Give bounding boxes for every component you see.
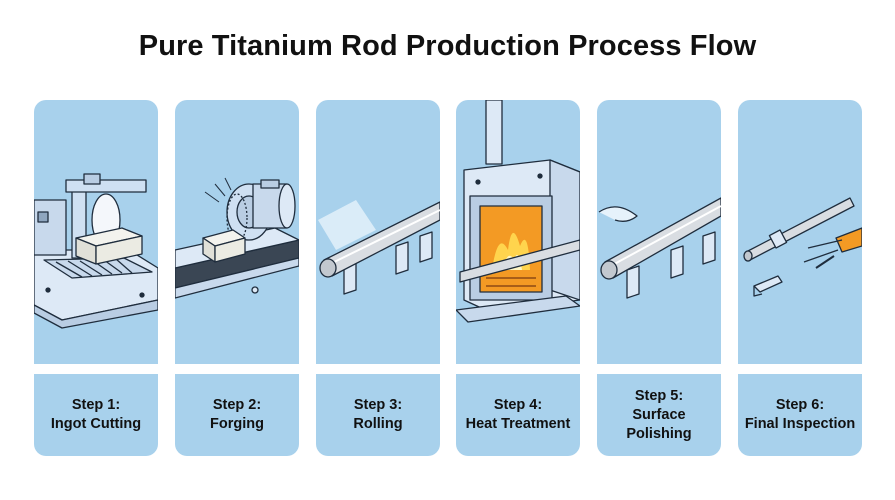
step-5-name-line2: Polishing: [626, 425, 692, 442]
step-1-label: Step 1: Ingot Cutting: [34, 374, 158, 456]
furnace-icon: [456, 100, 580, 323]
polishing-rod-icon: [598, 197, 721, 299]
step-card-5: Step 5: Surface Polishing: [597, 100, 721, 456]
step-3-name: Rolling: [353, 416, 403, 432]
saw-cutting-machine-icon: [34, 173, 158, 329]
step-card-1: Step 1: Ingot Cutting: [34, 100, 158, 456]
step-1-illustration: [34, 100, 158, 364]
step-2-illustration: [175, 100, 299, 364]
step-4-illustration: [456, 100, 580, 364]
step-3-label: Step 3: Rolling: [316, 374, 440, 456]
step-1-name: Ingot Cutting: [50, 416, 142, 432]
step-2-label: Step 2: Forging: [175, 374, 299, 456]
step-3-illustration: [316, 100, 440, 364]
step-3-number: Step 3:: [353, 397, 403, 413]
page-title: Pure Titanium Rod Production Process Flo…: [138, 30, 757, 62]
step-6-name: Final Inspection: [744, 416, 856, 432]
step-4-number: Step 4:: [493, 397, 543, 413]
step-5-name-line1: Surface: [632, 406, 686, 423]
step-4-name: Heat Treatment: [465, 416, 571, 432]
step-6-illustration: [738, 100, 862, 364]
step-2-number: Step 2:: [212, 397, 262, 413]
rod-rolling-icon: [318, 200, 440, 295]
forging-press-icon: [175, 177, 299, 299]
step-card-6: Step 6: Final Inspection: [738, 100, 862, 456]
step-card-3: Step 3: Rolling: [316, 100, 440, 456]
inspection-tools-icon: [743, 197, 862, 297]
step-5-number: Step 5:: [634, 387, 684, 404]
step-6-label: Step 6: Final Inspection: [738, 374, 862, 456]
step-5-label: Step 5: Surface Polishing: [597, 374, 721, 456]
step-4-label: Step 4: Heat Treatment: [456, 374, 580, 456]
step-card-2: Step 2: Forging: [175, 100, 299, 456]
step-1-number: Step 1:: [71, 397, 121, 413]
step-5-illustration: [597, 100, 721, 364]
step-2-name: Forging: [210, 416, 264, 432]
step-card-4: Step 4: Heat Treatment: [456, 100, 580, 456]
step-6-number: Step 6:: [775, 397, 825, 413]
